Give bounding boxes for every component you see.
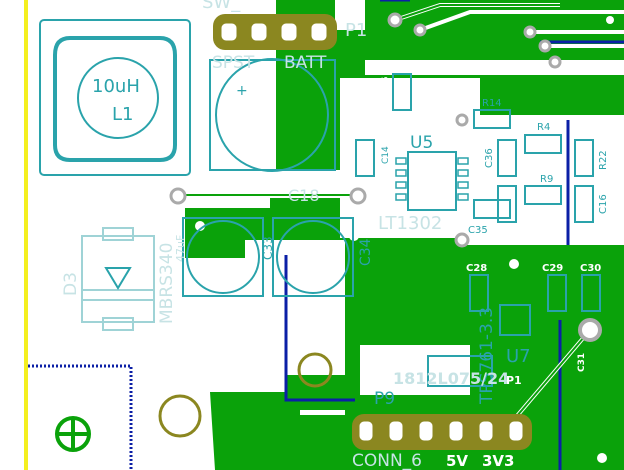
label-sw: SW_ <box>202 0 241 13</box>
connector-p9 <box>352 414 532 450</box>
label-u5: U5 <box>410 133 433 153</box>
label-c18: C18 <box>288 186 320 205</box>
label-c36: C36 <box>484 148 495 168</box>
mounting-pad <box>297 352 333 388</box>
vias <box>169 12 617 463</box>
label-c34: C34 <box>358 238 374 266</box>
label-p1b: P1 <box>506 374 522 387</box>
label-r15: R15 <box>381 77 391 96</box>
ic-u5-footprint <box>395 151 469 211</box>
label-3v3: 3V3 <box>482 452 514 470</box>
label-c30: C30 <box>580 263 601 274</box>
ground-target-icon <box>55 416 91 452</box>
passive-footprints <box>355 73 601 387</box>
label-c16: C16 <box>598 194 609 214</box>
label-r4: R4 <box>537 122 550 133</box>
svg-text:+: + <box>236 83 248 99</box>
label-c14: C14 <box>381 146 391 164</box>
label-spst: SPST <box>212 53 255 73</box>
label-r14: R14 <box>482 98 502 109</box>
label-u7: U7 <box>506 346 531 367</box>
label-r22: R22 <box>598 150 609 170</box>
label-mbrs340: MBRS340 <box>157 243 177 324</box>
label-5v: 5V <box>446 452 468 470</box>
battery-holder-footprint <box>209 58 336 172</box>
label-p9: P9 <box>374 389 395 409</box>
label-47uf: 47uF <box>174 235 187 262</box>
svg-text:+: + <box>197 270 209 286</box>
keepout-line <box>28 364 133 470</box>
svg-text:+: + <box>287 270 299 286</box>
label-batt: BATT <box>284 53 327 73</box>
mounting-pad <box>158 394 202 438</box>
header-p1 <box>213 14 337 50</box>
label-lt1302: LT1302 <box>378 213 442 234</box>
capacitor-footprints <box>182 217 354 297</box>
label-c31: C31 <box>577 353 587 372</box>
label-c33: C33 <box>261 236 275 260</box>
inductor-l1-footprint <box>39 19 191 176</box>
label-inductor-value: 10uH <box>92 76 140 97</box>
label-u7-value: TPS761-3.3 <box>477 307 497 405</box>
label-c35: C35 <box>468 225 488 236</box>
diode-d3-footprint <box>81 227 155 331</box>
label-p1: P1 <box>345 20 367 41</box>
label-c29: C29 <box>542 263 563 274</box>
label-conn: CONN_6 <box>352 451 422 470</box>
label-c28: C28 <box>466 263 487 274</box>
label-note: 1812L075/24 <box>393 369 509 388</box>
label-r9: R9 <box>540 174 553 185</box>
label-inductor-ref: L1 <box>112 104 133 125</box>
label-d3: D3 <box>61 272 81 296</box>
